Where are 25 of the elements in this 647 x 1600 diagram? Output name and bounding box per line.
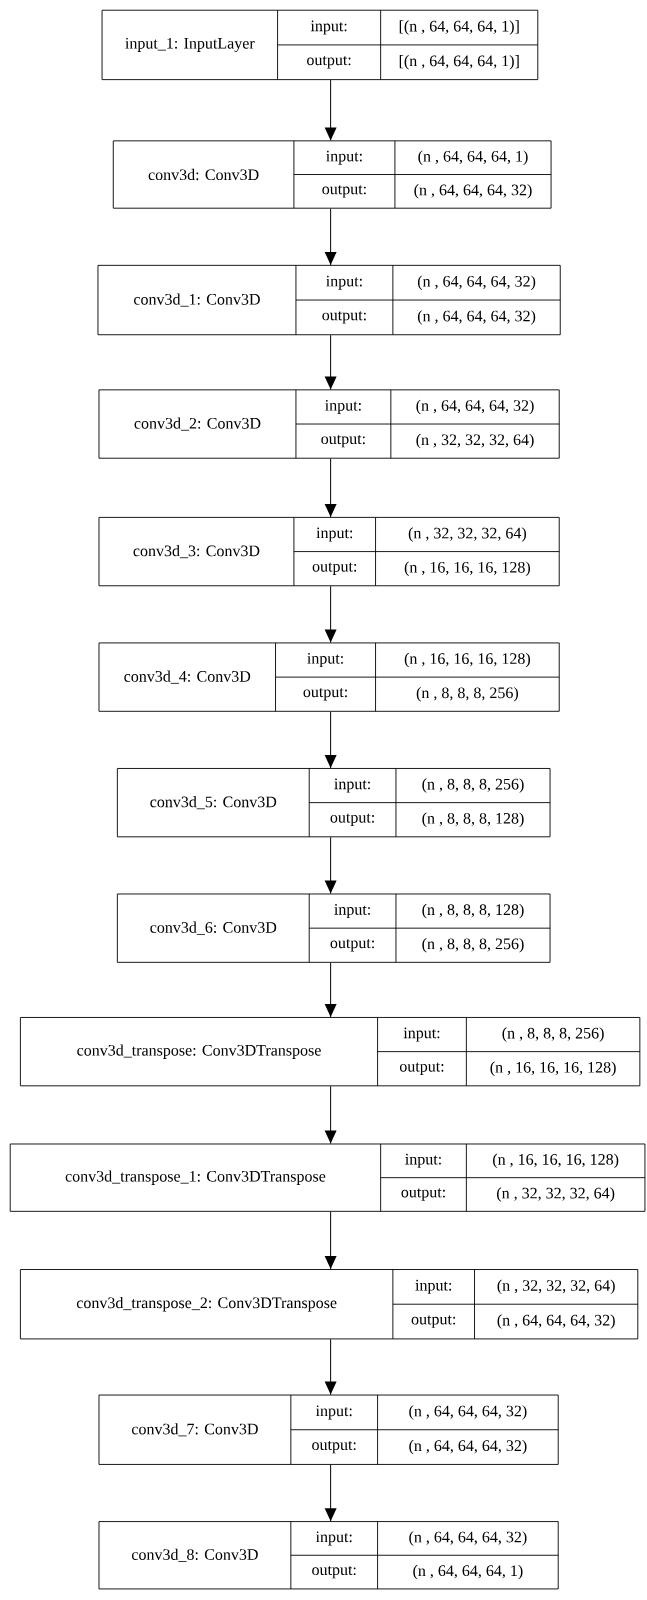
arrow bbox=[324, 1464, 337, 1522]
arrow bbox=[324, 1338, 337, 1396]
layer-box: conv3d_2: Conv3D input: output: (n , 64, 64, 64, 32) (n , 32, 32, 32, 64) bbox=[98, 389, 560, 459]
layer-box: conv3d_7: Conv3D input: output: (n , 64, 64, 64, 32) (n , 64, 64, 64, 32) bbox=[98, 1394, 559, 1465]
arrow bbox=[324, 1211, 337, 1270]
layer-box: conv3d_3: Conv3D input: output: (n , 32, 32, 32, 64) (n , 16, 16, 16, 128) bbox=[98, 516, 560, 587]
layer-box: conv3d_4: Conv3D input: output: (n , 16, 16, 16, 128) (n , 8, 8, 8, 256) bbox=[98, 642, 560, 712]
arrow bbox=[324, 711, 337, 769]
arrow bbox=[324, 458, 337, 518]
layer-box: conv3d: Conv3D input: output: (n , 64, 64, 64, 1) (n , 64, 64, 64, 32) bbox=[112, 140, 552, 209]
layer-box: conv3d_transpose_1: Conv3DTranspose input: output: (n , 16, 16, 16, 128) (n , 32, 32, 32, 64) bbox=[9, 1143, 646, 1212]
layer-box: conv3d_6: Conv3D input: output: (n , 8, 8, 8, 128) (n , 8, 8, 8, 256) bbox=[116, 893, 551, 963]
layer-box: conv3d_1: Conv3D input: output: (n , 64, 64, 64, 32) (n , 64, 64, 64, 32) bbox=[97, 264, 561, 336]
arrow bbox=[324, 836, 337, 895]
layer-box: conv3d_transpose: Conv3DTranspose input: output: (n , 8, 8, 8, 256) (n , 16, 16, 16, 128) bbox=[19, 1017, 641, 1087]
arrow bbox=[324, 585, 337, 643]
arrow bbox=[324, 334, 337, 390]
layer-box: conv3d_5: Conv3D input: output: (n , 8, 8, 8, 256) (n , 8, 8, 8, 128) bbox=[116, 768, 551, 838]
arrow bbox=[324, 1085, 337, 1145]
layer-box: input_1: InputLayer input: output: [(n , 64, 64, 64, 1)] [(n , 64, 64, 64, 1)] bbox=[101, 9, 539, 81]
arrow bbox=[324, 962, 337, 1018]
layer-box: conv3d_transpose_2: Conv3DTranspose input: output: (n , 32, 32, 32, 64) (n , 64, 64, 64, 32) bbox=[19, 1269, 639, 1340]
layer-box: conv3d_8: Conv3D input: output: (n , 64, 64, 64, 32) (n , 64, 64, 64, 1) bbox=[98, 1521, 559, 1590]
arrow bbox=[324, 208, 337, 266]
arrow bbox=[324, 79, 337, 141]
